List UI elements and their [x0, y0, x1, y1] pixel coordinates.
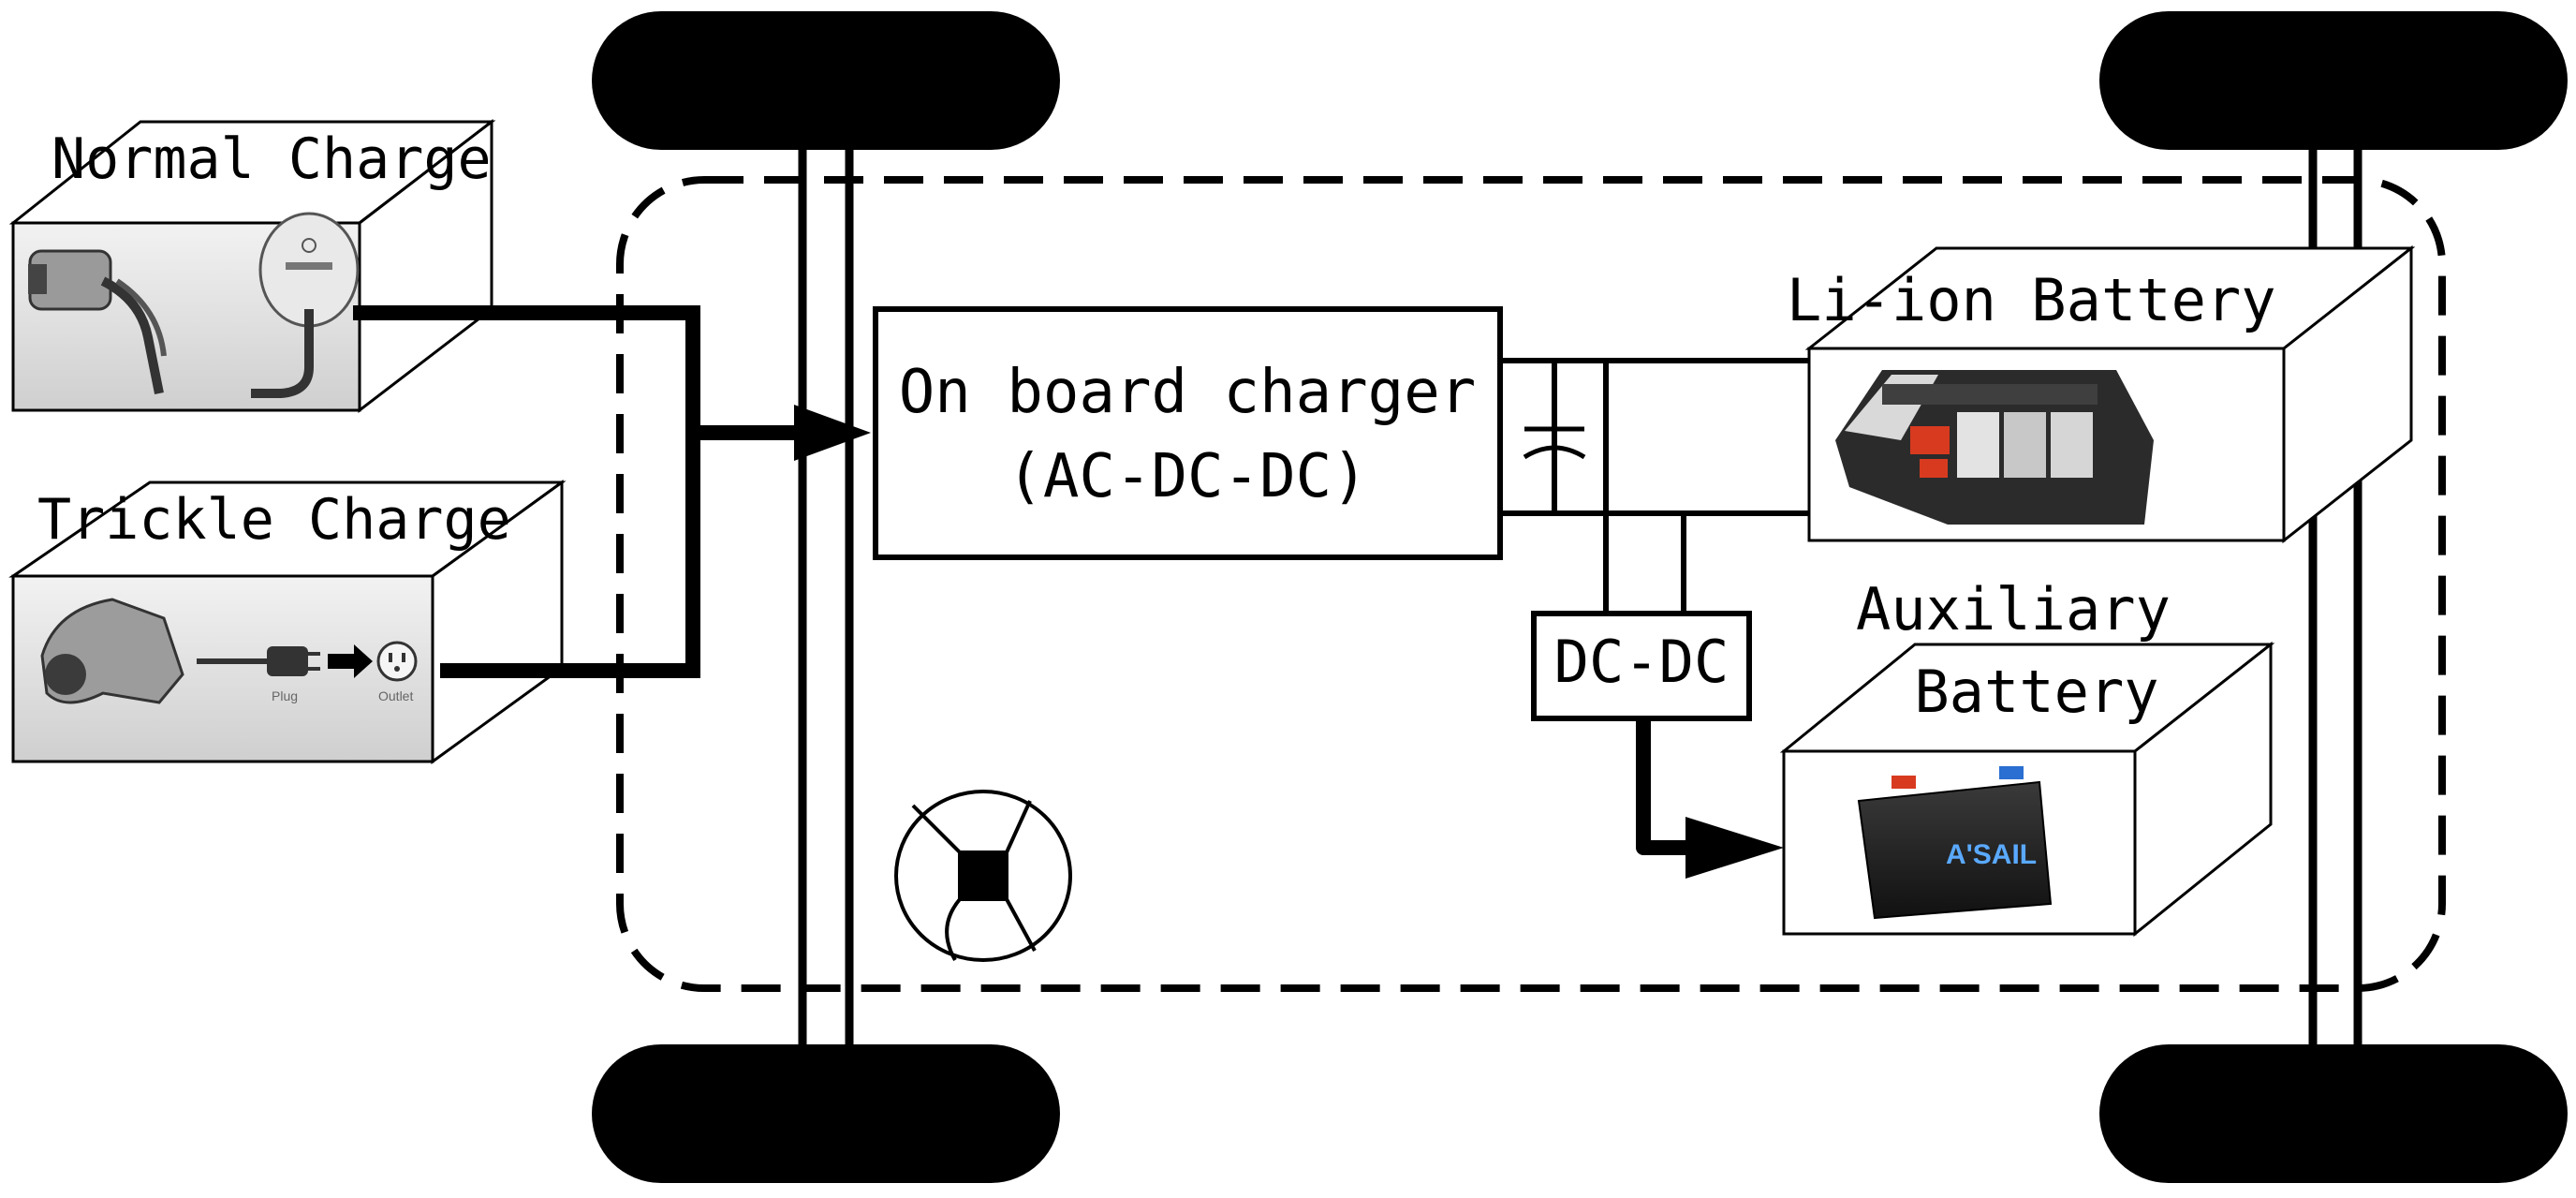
trickle-charge-box: Plug Outlet Trickle Charge	[8, 480, 567, 764]
outlet-icon: Outlet	[376, 641, 418, 703]
trickle-charge-label: Trickle Charge	[37, 487, 511, 553]
wheel-front-right	[2099, 11, 2568, 150]
dc-bus	[1500, 358, 1809, 614]
wall-charger-icon	[251, 212, 360, 398]
ev-connector-icon	[28, 249, 167, 394]
dcdc-to-aux-wire	[1636, 718, 1700, 855]
aux-battery-sublabel: Battery	[1914, 658, 2158, 726]
battery-pack-icon	[1835, 370, 2154, 525]
vehicle-outline	[616, 176, 2446, 992]
plug-icon: Plug	[197, 646, 320, 703]
wheel-front-left	[592, 11, 1060, 150]
charging-input-wires	[353, 305, 805, 678]
li-ion-battery-box: Li-ion Battery	[1787, 244, 2416, 544]
plug-arrow-icon	[328, 644, 373, 678]
aux-battery-box: A'SAIL Auxiliary Battery	[1779, 575, 2275, 938]
normal-charge-box: Normal Charge	[8, 118, 496, 414]
plug-caption: Plug	[272, 688, 298, 703]
input-arrowhead	[794, 405, 871, 461]
wheel-rear-left	[592, 1044, 1060, 1183]
aux-battery-label: Auxiliary	[1856, 575, 2171, 643]
dcdc-label: DC-DC	[1554, 628, 1730, 696]
charge-gun-icon	[40, 598, 184, 704]
li-ion-battery-label: Li-ion Battery	[1787, 266, 2276, 334]
aux-brand-label: A'SAIL	[1946, 839, 2037, 870]
capacitor-icon	[1523, 361, 1586, 513]
wheel-rear-right	[2099, 1044, 2568, 1183]
on-board-charger-sublabel: (AC-DC-DC)	[1007, 442, 1367, 511]
axle-left	[798, 150, 854, 1044]
steering-wheel-icon	[894, 790, 1072, 962]
normal-charge-label: Normal Charge	[52, 126, 492, 192]
on-board-charger-box	[873, 306, 1503, 560]
aux-arrowhead	[1685, 817, 1784, 879]
dcdc-box	[1531, 611, 1752, 721]
on-board-charger-label: On board charger	[899, 358, 1477, 427]
car-battery-icon: A'SAIL	[1857, 766, 2053, 920]
outlet-caption: Outlet	[378, 688, 413, 703]
